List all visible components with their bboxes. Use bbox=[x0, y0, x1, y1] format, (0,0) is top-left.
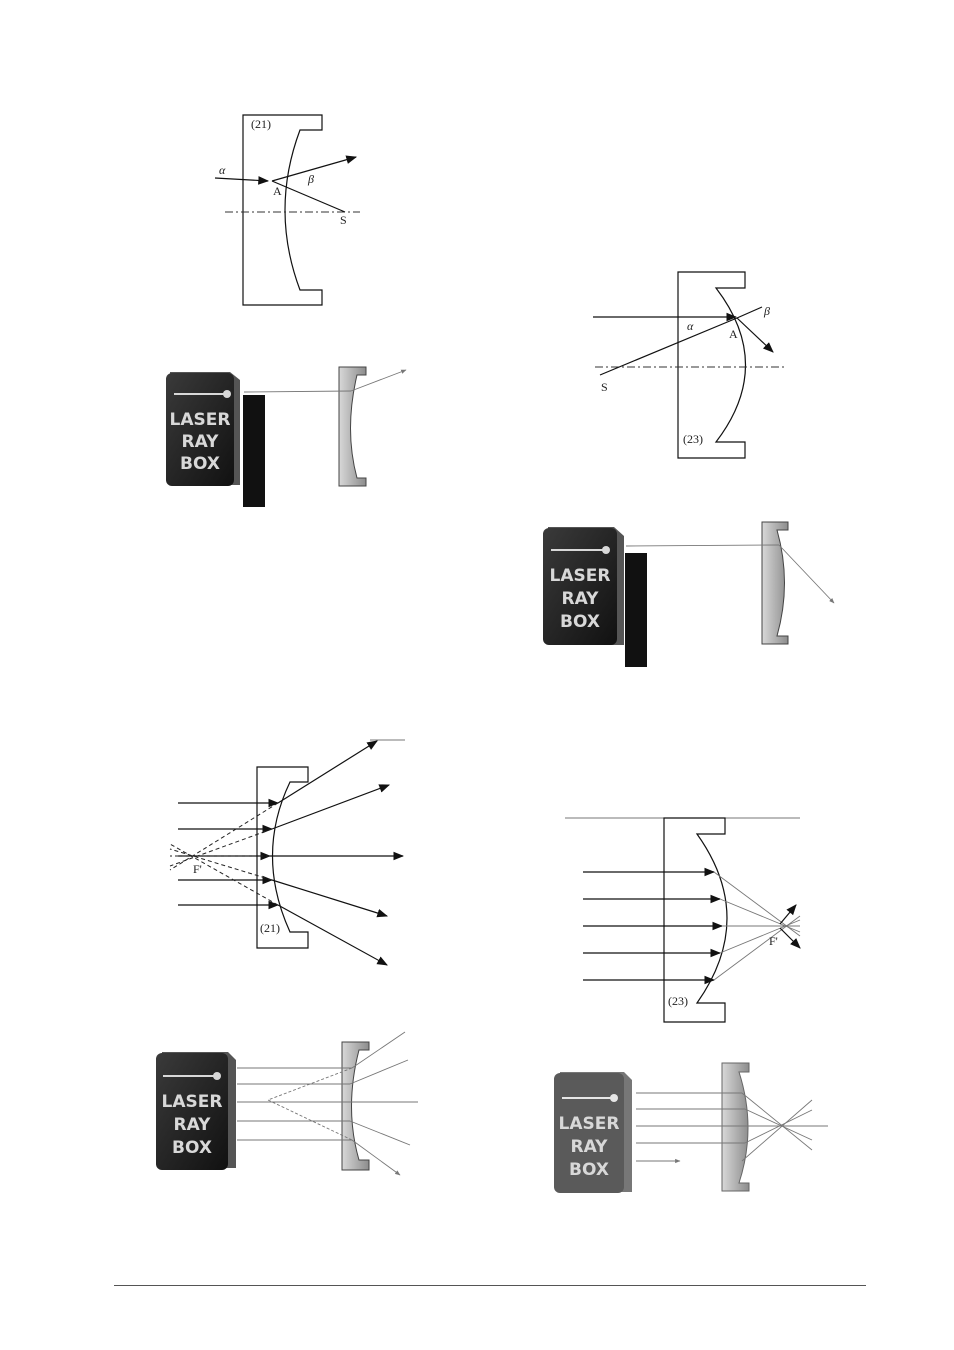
diagram-3-diverging-lens-21: F' (21) bbox=[170, 740, 405, 965]
normal-line bbox=[737, 307, 762, 318]
lens-label: (23) bbox=[668, 994, 688, 1008]
point-a-label: A bbox=[729, 327, 738, 341]
lens-label: (23) bbox=[683, 432, 703, 446]
alpha-label: α bbox=[687, 319, 694, 333]
laser-box-text-3: BOX bbox=[172, 1138, 212, 1158]
ray-out-2 bbox=[272, 785, 389, 829]
focus-label: F' bbox=[769, 934, 778, 948]
lens-outline bbox=[664, 818, 727, 1022]
photo-lens bbox=[339, 367, 366, 486]
refracted-ray bbox=[272, 157, 356, 181]
footer-rule bbox=[114, 1285, 866, 1286]
diagram-2-refraction-convex-lens-23: (23) α β A S bbox=[593, 272, 787, 458]
laser-box-text-2: RAY bbox=[182, 432, 220, 452]
laser-box-text-3: BOX bbox=[180, 454, 220, 474]
lens-outline bbox=[243, 115, 322, 305]
laser-box-text-1: LASER bbox=[162, 1092, 223, 1112]
point-s-label: S bbox=[340, 213, 347, 227]
laser-box-text-1: LASER bbox=[559, 1114, 620, 1134]
lens-label: (21) bbox=[251, 117, 271, 131]
focus-label: F' bbox=[193, 862, 202, 876]
beam-out bbox=[779, 545, 834, 603]
lens-label: (21) bbox=[260, 921, 280, 935]
laser-box-text-2: RAY bbox=[174, 1115, 212, 1135]
slit-barrier bbox=[625, 553, 647, 667]
ray-from-s bbox=[600, 318, 737, 375]
laser-ray-box-3: LASER RAY BOX bbox=[156, 1032, 418, 1175]
refracted-ray bbox=[737, 318, 773, 352]
laser-ray-box-2: LASER RAY BOX bbox=[543, 522, 834, 667]
beta-label: β bbox=[763, 304, 770, 318]
photo-lens bbox=[762, 522, 788, 644]
point-a-label: A bbox=[273, 184, 282, 198]
laser-box-text-1: LASER bbox=[550, 566, 611, 586]
diagram-4-converging-lens-23: F' (23) bbox=[565, 818, 800, 1022]
point-s-label: S bbox=[601, 380, 608, 394]
slit-barrier bbox=[243, 395, 265, 507]
photo-lens bbox=[342, 1042, 369, 1170]
alpha-label: α bbox=[219, 163, 226, 177]
laser-ray-box-4: LASER RAY BOX bbox=[554, 1063, 828, 1193]
laser-box-text-3: BOX bbox=[560, 612, 600, 632]
ray-out-5 bbox=[278, 905, 387, 965]
laser-box-text-2: RAY bbox=[571, 1137, 609, 1157]
beam bbox=[244, 391, 351, 392]
laser-box-text-3: BOX bbox=[569, 1160, 609, 1180]
lens-outline bbox=[678, 272, 746, 458]
photo-lens bbox=[722, 1063, 749, 1191]
beta-label: β bbox=[307, 172, 314, 186]
incident-ray bbox=[215, 178, 268, 181]
laser-box-text-2: RAY bbox=[562, 589, 600, 609]
ray-out-1 bbox=[278, 741, 377, 803]
laser-box-text-1: LASER bbox=[170, 410, 231, 430]
diagram-1-refraction-concave-lens-21: (21) α β A S bbox=[215, 115, 360, 305]
laser-ray-box-1: LASER RAY BOX bbox=[166, 367, 406, 507]
beam bbox=[626, 545, 779, 546]
